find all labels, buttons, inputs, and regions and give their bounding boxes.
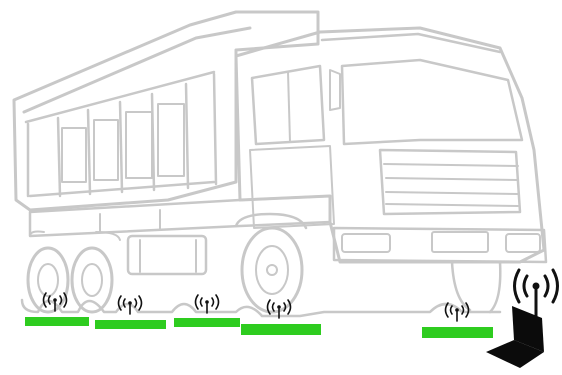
weigh-sensors	[25, 293, 493, 338]
headlight-left	[342, 234, 390, 252]
sensor-pad	[174, 318, 240, 327]
windshield	[342, 60, 522, 144]
wireless-gateway-icon	[486, 270, 558, 368]
front-wheel	[242, 228, 302, 312]
sensor-pad	[422, 327, 493, 338]
headlight-right	[506, 234, 540, 252]
side-mirror	[330, 70, 340, 110]
truck-illustration	[14, 12, 546, 316]
wireless-signal-icon	[196, 295, 219, 313]
license-plate	[432, 232, 488, 252]
sensor-pad	[95, 320, 166, 329]
sensor-4	[241, 300, 321, 335]
dump-bed-panels	[26, 72, 216, 196]
sensor-pad	[241, 324, 321, 335]
rear-wheel-1	[28, 248, 68, 312]
dump-bed-rim	[24, 28, 250, 112]
sensor-pad	[25, 317, 89, 326]
